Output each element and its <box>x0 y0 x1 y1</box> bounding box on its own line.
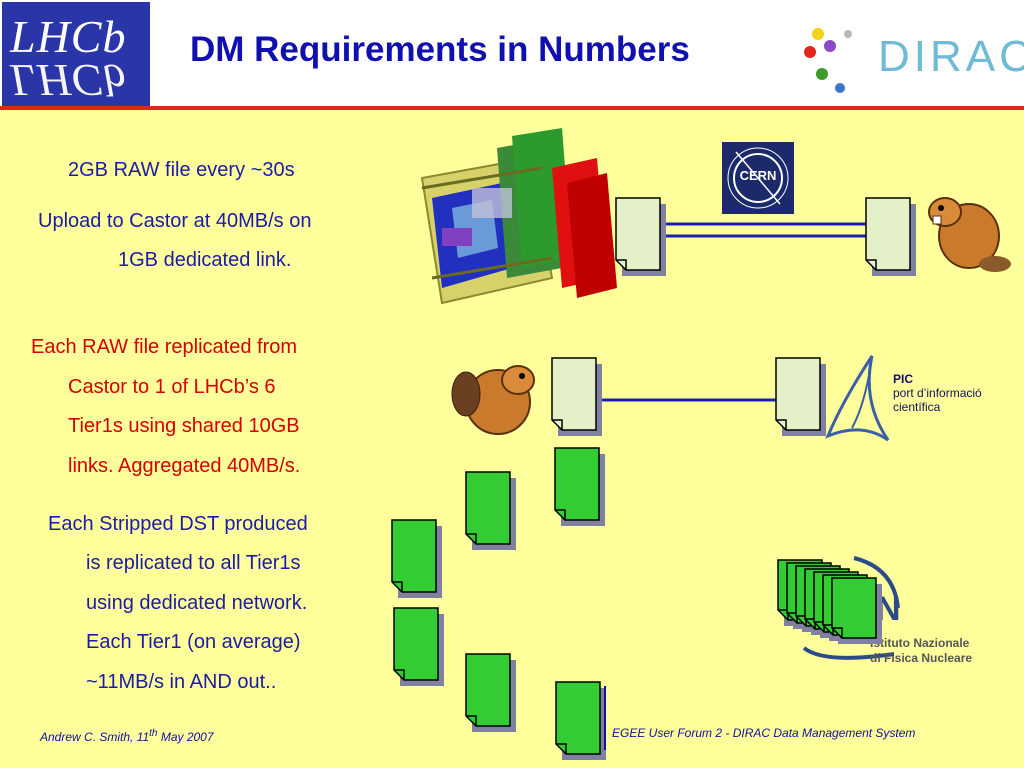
infn-line-1: Istituto Nazionale <box>870 636 970 650</box>
pic-line-2: científica <box>893 400 941 414</box>
footer-divider <box>604 686 606 750</box>
upload-line-1: Upload to Castor at 40MB/s on <box>38 210 312 232</box>
dst-file-icon <box>555 681 606 760</box>
header-rule <box>0 106 1024 110</box>
dst-file-icon <box>554 447 605 526</box>
dst-file-stack-icon <box>831 577 882 644</box>
dst-line-4: Each Tier1 (on average) <box>86 631 301 653</box>
cern-rings-icon <box>727 147 789 209</box>
beaver-mascot-icon-2 <box>451 365 535 435</box>
pic-name: PIC <box>893 372 914 386</box>
dst-line-1: Each Stripped DST produced <box>48 513 308 535</box>
dst-file-icon <box>465 653 516 732</box>
pic-logo-icon <box>825 355 890 442</box>
replicate-line-4: links. Aggregated 40MB/s. <box>68 455 301 477</box>
footer-event: EGEE User Forum 2 - DIRAC Data Managemen… <box>612 726 916 740</box>
lhcb-detector-image <box>420 128 617 305</box>
dirac-dots-icon <box>804 28 852 93</box>
raw-rate-text: 2GB RAW file every ~30s <box>68 159 295 181</box>
footer-author-name: Andrew C. Smith, 11 <box>40 730 150 744</box>
lhcb-logo-text: LHCb <box>10 11 127 62</box>
upload-line-2: 1GB dedicated link. <box>118 249 292 271</box>
raw-file-icon <box>551 357 602 436</box>
raw-file-icon <box>865 197 916 276</box>
dst-file-icon <box>393 607 444 686</box>
dirac-logo-text: DIRAC <box>878 32 1024 81</box>
raw-file-icon <box>615 197 666 276</box>
infn-logo-icon: N <box>802 556 900 660</box>
pic-line-1: port d’informació <box>893 386 982 400</box>
footer-author: Andrew C. Smith, 11th May 2007 <box>40 728 214 744</box>
dst-file-icon <box>391 519 442 598</box>
beaver-mascot-icon <box>928 197 1011 272</box>
replicate-line-3: Tier1s using shared 10GB <box>68 415 300 437</box>
replicate-line-1: Each RAW file replicated from <box>31 336 298 358</box>
slide-title: DM Requirements in Numbers <box>190 30 690 69</box>
infn-logo-text: Istituto Nazionale di Fisica Nucleare <box>870 636 972 666</box>
cern-logo: CERN <box>722 142 794 214</box>
footer-author-sup: th <box>149 728 158 739</box>
replicate-line-2: Castor to 1 of LHCb’s 6 <box>68 376 276 398</box>
dst-line-3: using dedicated network. <box>86 592 308 614</box>
dst-line-2: is replicated to all Tier1s <box>86 552 301 574</box>
cern-logo-text: CERN <box>739 168 777 183</box>
dst-file-icon <box>465 471 516 550</box>
pic-logo-text: PIC port d’informació científica <box>893 372 982 414</box>
footer-author-date: May 2007 <box>157 730 214 744</box>
infn-line-2: di Fisica Nucleare <box>870 651 973 665</box>
slide-header <box>0 0 1024 108</box>
lhcb-logo: LHCb LHCb <box>2 2 150 106</box>
raw-file-icon <box>775 357 826 436</box>
dst-line-5: ~11MB/s in AND out.. <box>86 671 277 693</box>
